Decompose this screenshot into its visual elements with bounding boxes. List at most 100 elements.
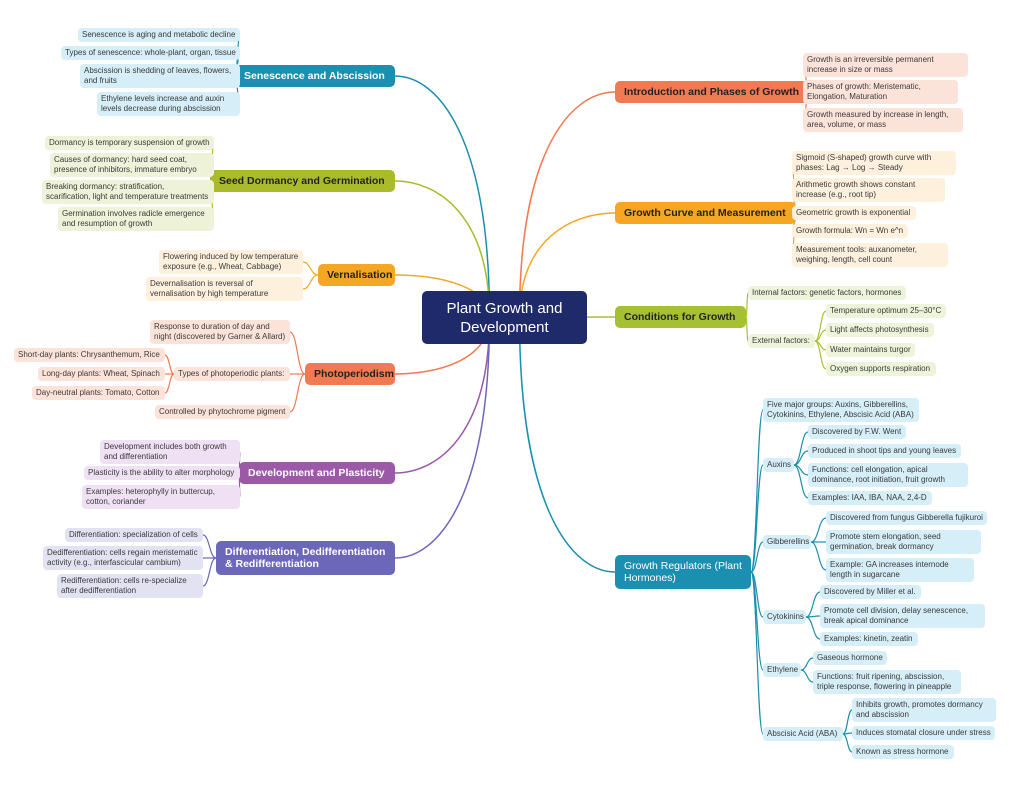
connector-line [289,331,306,375]
connector-line [750,464,764,573]
node[interactable]: Functions: fruit ripening, abscission, t… [813,670,961,694]
node[interactable]: Long-day plants: Wheat, Spinach [38,367,165,381]
node[interactable]: External factors: [748,334,815,348]
node[interactable]: Day-neutral plants: Tomato, Cotton [32,386,165,400]
connector-line [750,571,764,735]
node[interactable]: Types of photoperiodic plants: [174,367,290,381]
connector-line [814,340,827,370]
central-topic[interactable]: Plant Growth and Development [422,291,587,344]
node[interactable]: Examples: kinetin, zeatin [820,632,918,646]
node[interactable]: Promote stem elongation, seed germinatio… [826,530,981,554]
connector-line [394,75,491,318]
branch-vernalisation[interactable]: Vernalisation [318,264,395,286]
node-auxins[interactable]: Auxins [763,458,794,472]
node[interactable]: Redifferentiation: cells re-specialize a… [57,574,203,598]
node[interactable]: Measurement tools: auxanometer, weighing… [792,243,948,267]
node[interactable]: Types of senescence: whole-plant, organ,… [61,46,240,60]
connector-line [302,274,319,290]
branch-development[interactable]: Development and Plasticity [239,462,395,484]
node[interactable]: Development includes both growth and dif… [100,440,240,464]
node[interactable]: Response to duration of day and night (d… [150,320,290,344]
node[interactable]: Internal factors: genetic factors, hormo… [748,286,906,300]
node[interactable]: Functions: cell elongation, apical domin… [808,463,968,487]
node[interactable]: Discovered by Miller et al. [820,585,921,599]
node-cytokinins[interactable]: Cytokinins [763,610,806,624]
node[interactable]: Growth is an irreversible permanent incr… [803,53,968,77]
connector-line [518,91,616,318]
node[interactable]: Inhibits growth, promotes dormancy and a… [852,698,996,722]
connector-line [164,354,175,375]
connector-line [800,657,814,671]
branch-differentiation[interactable]: Differentiation, Dedifferentiation & Red… [216,541,395,575]
node[interactable]: Breaking dormancy: stratification, scari… [42,180,214,204]
node[interactable]: Growth formula: Wn = Wn e^n [792,224,908,238]
connector-line [842,709,853,735]
node-ethylene[interactable]: Ethylene [763,663,801,677]
node[interactable]: Plasticity is the ability to alter morph… [84,466,240,480]
branch-photoperiodism[interactable]: Photoperiodism [305,363,395,385]
connector-line [793,431,809,466]
branch-dormancy[interactable]: Seed Dormancy and Germination [210,170,395,192]
connector-line [394,180,491,318]
connector-line [750,541,764,573]
node[interactable]: Ethylene levels increase and auxin level… [97,92,240,116]
connector-line [518,317,616,573]
node[interactable]: Growth measured by increase in length, a… [803,108,963,132]
node[interactable]: Gaseous hormone [813,651,887,665]
connector-line [810,541,827,571]
node[interactable]: Known as stress hormone [852,745,954,759]
connector-line [793,450,809,466]
node[interactable]: Promote cell division, delay senescence,… [820,604,985,628]
connector-line [750,409,764,573]
node[interactable]: Examples: IAA, IBA, NAA, 2,4-D [808,491,932,505]
connector-line [800,669,814,683]
node[interactable]: Causes of dormancy: hard seed coat, pres… [50,153,214,177]
node[interactable]: Light affects photosynthesis [826,323,934,337]
connector-line [810,517,827,543]
node[interactable]: Phases of growth: Meristematic, Elongati… [803,80,958,104]
branch-conditions[interactable]: Conditions for Growth [615,306,746,328]
node[interactable]: Sigmoid (S-shaped) growth curve with pha… [792,151,956,175]
connector-line [164,373,175,394]
node[interactable]: Devernalisation is reversal of vernalisa… [146,277,303,301]
connector-line [202,557,217,587]
node[interactable]: Geometric growth is exponential [792,206,916,220]
connector-line [394,317,491,474]
node[interactable]: Example: GA increases internode length i… [826,558,974,582]
node[interactable]: Water maintains turgor [826,343,915,357]
node[interactable]: Oxygen supports respiration [826,362,936,376]
node[interactable]: Abscission is shedding of leaves, flower… [80,64,240,88]
branch-growth-curve[interactable]: Growth Curve and Measurement [615,202,796,224]
node[interactable]: Five major groups: Auxins, Gibberellins,… [763,398,919,422]
node-abscisic-acid[interactable]: Abscisic Acid (ABA) [763,727,843,741]
node[interactable]: Dormancy is temporary suspension of grow… [45,136,214,150]
node[interactable]: Differentiation: specialization of cells [65,528,203,542]
branch-introduction[interactable]: Introduction and Phases of Growth [615,81,809,103]
node[interactable]: Examples: heterophylly in buttercup, cot… [82,485,240,509]
connector-line [302,261,319,276]
connector-line [805,591,821,618]
node[interactable]: Flowering induced by low temperature exp… [159,250,303,274]
node[interactable]: Controlled by phytochrome pigment [155,405,290,419]
connector-line [202,534,217,559]
connector-line [842,733,853,753]
node[interactable]: Senescence is aging and metabolic declin… [78,28,240,42]
node[interactable]: Discovered from fungus Gibberella fujiku… [826,511,987,525]
node[interactable]: Short-day plants: Chrysanthemum, Rice [14,348,165,362]
connector-line [745,316,749,342]
node[interactable]: Germination involves radicle emergence a… [58,207,214,231]
node[interactable]: Arithmetic growth shows constant increas… [792,178,945,202]
node[interactable]: Temperature optimum 25–30°C [826,304,946,318]
connector-line [793,464,809,499]
branch-growth-regulators[interactable]: Growth Regulators (Plant Hormones) [615,555,751,589]
node[interactable]: Dedifferentiation: cells regain meristem… [43,546,203,570]
node[interactable]: Induces stomatal closure under stress [852,726,995,740]
node[interactable]: Discovered by F.W. Went [808,425,906,439]
connector-line [805,616,821,640]
node[interactable]: Produced in shoot tips and young leaves [808,444,961,458]
branch-senescence[interactable]: Senescence and Abscission [235,65,395,87]
connector-line [289,373,306,413]
node-gibberellins[interactable]: Gibberellins [763,535,811,549]
